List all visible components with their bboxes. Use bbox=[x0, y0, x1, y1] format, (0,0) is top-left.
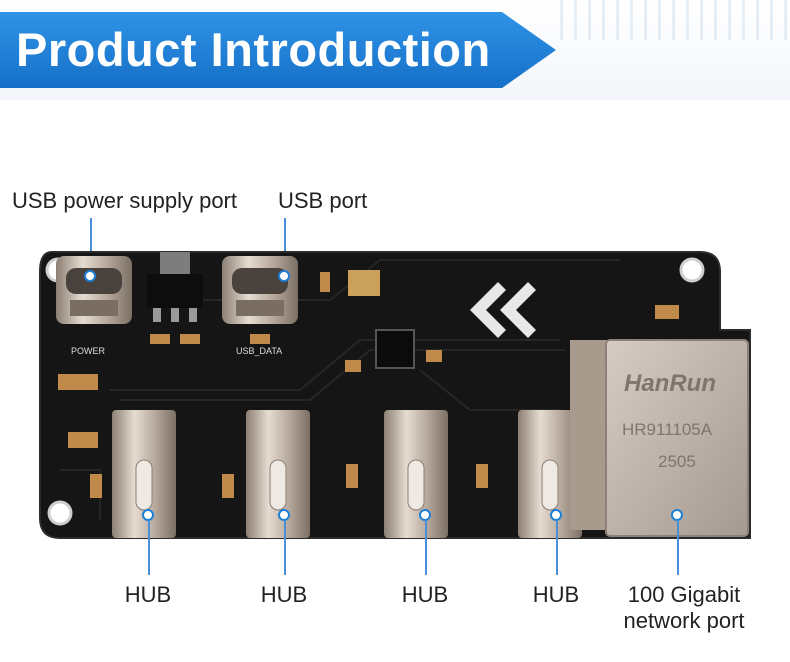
label-hub-4: HUB bbox=[532, 582, 580, 607]
leader-line-usb-port bbox=[284, 218, 286, 273]
leader-line-network bbox=[677, 520, 679, 575]
leader-line-usb-power bbox=[90, 218, 92, 273]
label-hub-3: HUB bbox=[401, 582, 449, 607]
label-network-line-2: network port bbox=[623, 608, 745, 633]
banner-arrow-shape bbox=[0, 12, 556, 88]
label-usb-port: USB port bbox=[278, 188, 368, 213]
leader-line-hub-2 bbox=[284, 520, 286, 575]
silkscreen-power: POWER bbox=[71, 346, 106, 356]
rj45-brand: HanRun bbox=[624, 370, 716, 397]
label-network-line-1: 100 Gigabit bbox=[627, 582, 741, 607]
leader-line-hub-4 bbox=[556, 520, 558, 575]
rj45-model: HR911105A bbox=[622, 420, 713, 439]
label-hub-1: HUB bbox=[124, 582, 172, 607]
rj45-code: 2505 bbox=[658, 452, 696, 471]
silkscreen-usb-data: USB_DATA bbox=[236, 346, 283, 356]
header-decoration bbox=[560, 0, 790, 40]
leader-line-hub-1 bbox=[148, 520, 150, 575]
label-hub-2: HUB bbox=[260, 582, 308, 607]
page-title: Product Introduction bbox=[16, 23, 491, 76]
label-usb-power-supply-port: USB power supply port bbox=[12, 188, 237, 213]
title-banner: Product Introduction bbox=[0, 12, 560, 88]
leader-line-hub-3 bbox=[425, 520, 427, 575]
